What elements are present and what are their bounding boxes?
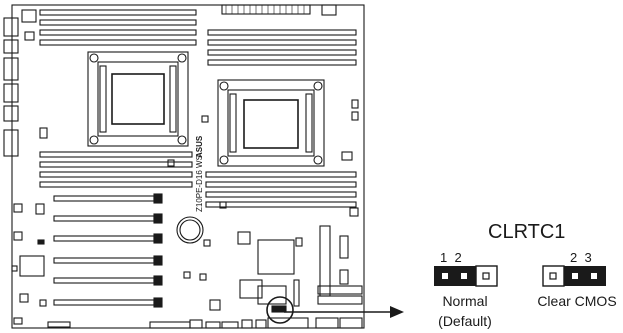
pointer-arrow	[284, 306, 404, 318]
jumper-title: CLRTC1	[488, 221, 565, 243]
dimm-slots-middle-left	[39, 151, 193, 188]
dimm-slots-middle-right	[205, 171, 357, 208]
clrtc1-location-highlight	[266, 296, 294, 324]
clear-cmos-label: Clear CMOS	[537, 293, 616, 309]
dimm-slots-top-left	[39, 9, 197, 46]
clear-pin-3	[591, 273, 597, 279]
jumper-clear-cmos-setting: 2 3 Clear CMOS	[537, 250, 616, 309]
jumper-normal-setting: 1 2 Normal (Default)	[434, 250, 498, 329]
cmos-battery	[176, 216, 204, 244]
normal-pin-1	[442, 273, 448, 279]
rear-io-ports	[3, 17, 19, 157]
atx-power-connector	[221, 4, 311, 15]
pcie-slots	[53, 193, 163, 308]
board-model-label: Z10PE-D16 WS	[195, 155, 204, 212]
normal-default-label: (Default)	[438, 313, 492, 329]
clear-pin-2	[572, 273, 578, 279]
brand-label: ASUS	[195, 135, 204, 158]
cpu-socket-2	[217, 79, 325, 167]
clear-pin-1	[549, 272, 557, 280]
normal-jumper-cap	[434, 266, 476, 286]
clear-pin-labels: 2 3	[570, 250, 592, 265]
normal-label: Normal	[442, 293, 487, 309]
normal-pin-3	[482, 272, 490, 280]
cpu-socket-1	[87, 51, 189, 147]
normal-pin-labels: 1 2	[440, 250, 462, 265]
motherboard-layout	[3, 4, 365, 329]
normal-pin-2	[461, 273, 467, 279]
dimm-slots-top-right	[207, 29, 357, 66]
clear-jumper-cap	[564, 266, 606, 286]
